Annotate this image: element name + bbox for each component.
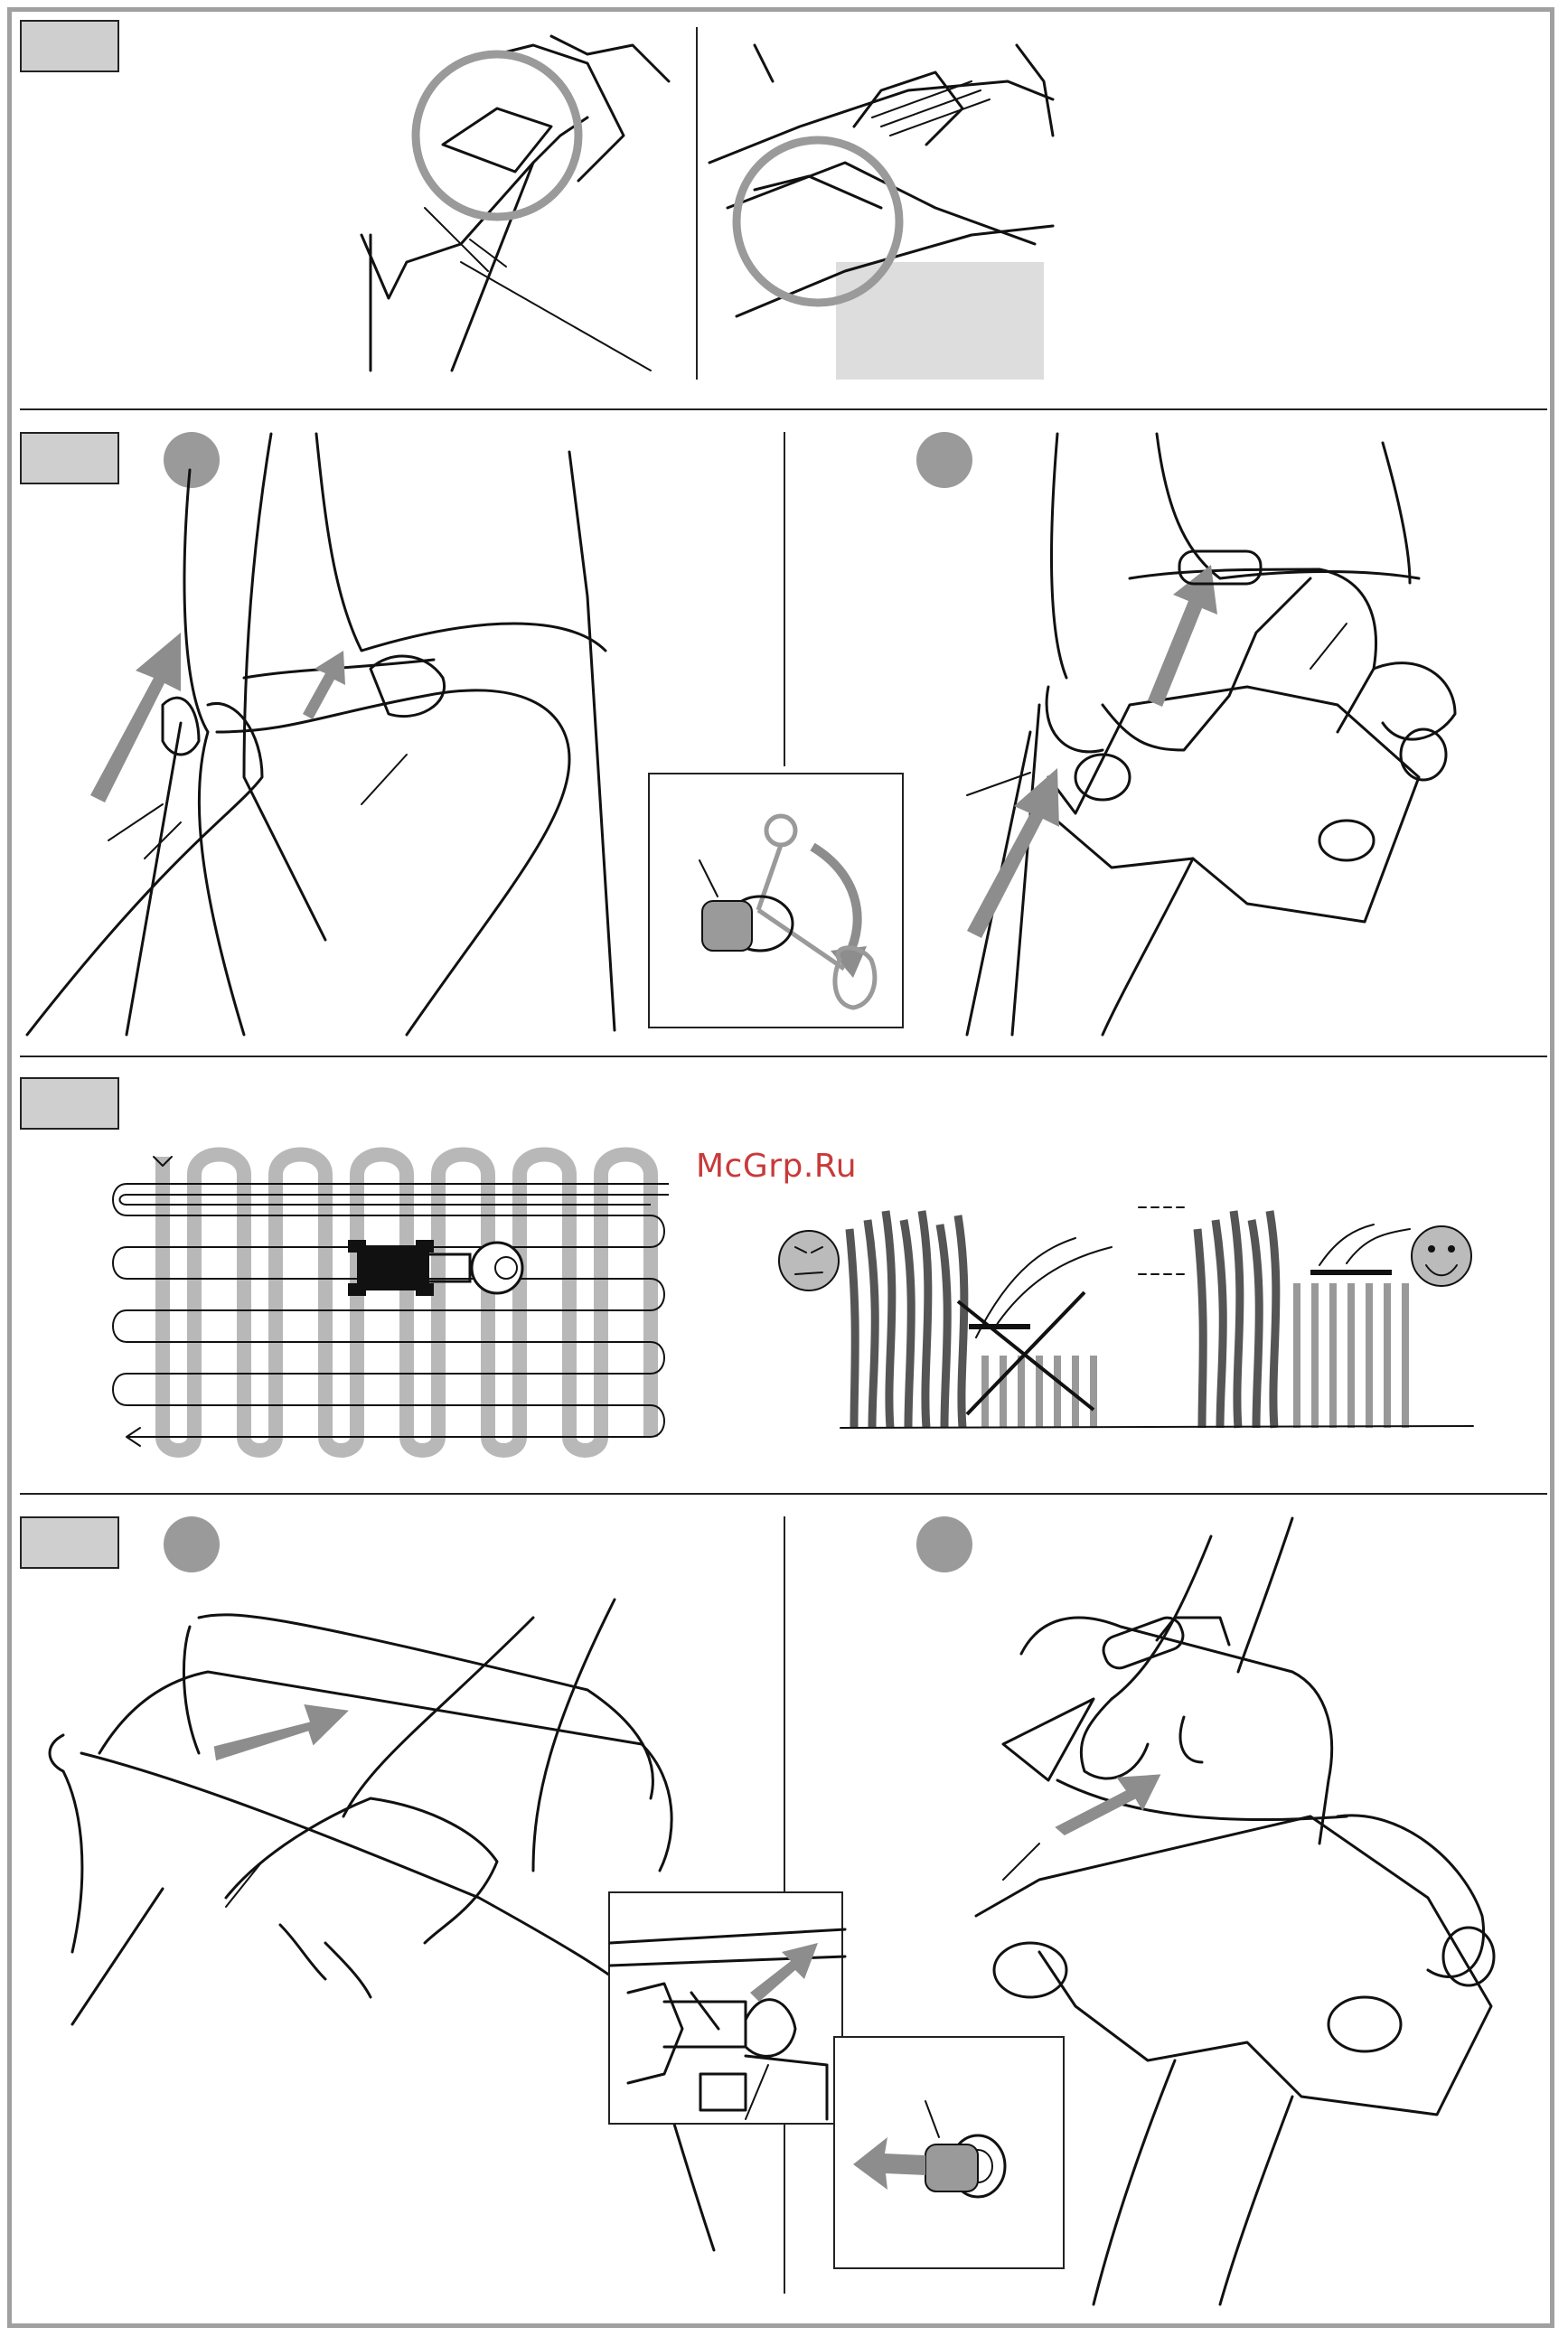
- unhappy-face-icon: [779, 1231, 839, 1290]
- separator-1: [20, 408, 1547, 410]
- step-dot-4a: [164, 1516, 220, 1572]
- pull-bar-arrow: [1148, 565, 1217, 707]
- cut-height-illustration: [777, 1193, 1473, 1428]
- highlight-circle-left: [416, 54, 578, 217]
- happy-face-icon: [1412, 1226, 1471, 1286]
- mowing-pattern-illustration: [108, 1139, 669, 1464]
- engine-cable-inset: [608, 1891, 843, 2125]
- panel-1-divider: [696, 27, 698, 380]
- ignition-key-inset: [648, 773, 904, 1028]
- panel-1-label-box: [20, 20, 119, 72]
- lift-arrow-left: [90, 633, 181, 802]
- release-lever-arrow: [211, 1688, 349, 1781]
- highlight-circle-right: [737, 140, 899, 303]
- panel-4-label-box: [20, 1516, 119, 1569]
- panel-2-divider: [784, 432, 785, 766]
- cable-hook-right-illustration: [700, 27, 1053, 380]
- disconnect-arrow: [750, 1943, 818, 2002]
- key-removal-illustration: [835, 2038, 1066, 2271]
- lift-arrow-small: [303, 651, 345, 719]
- watermark-text: McGrp.Ru: [696, 1148, 857, 1185]
- pull-key-arrow: [853, 2137, 925, 2190]
- release-arrow-right: [1054, 1747, 1161, 1860]
- separator-2: [20, 1056, 1547, 1057]
- separator-3: [20, 1493, 1547, 1495]
- cable-hook-left-illustration: [352, 27, 696, 380]
- panel-3-label-box: [20, 1077, 119, 1130]
- engine-cable-illustration: [610, 1893, 845, 2126]
- key-removal-inset: [833, 2036, 1065, 2269]
- start-lever-right-illustration: [949, 434, 1545, 1035]
- start-lever-left-illustration: [27, 434, 660, 1035]
- key-turn-illustration: [650, 774, 906, 1030]
- lift-arrow-right: [967, 768, 1059, 938]
